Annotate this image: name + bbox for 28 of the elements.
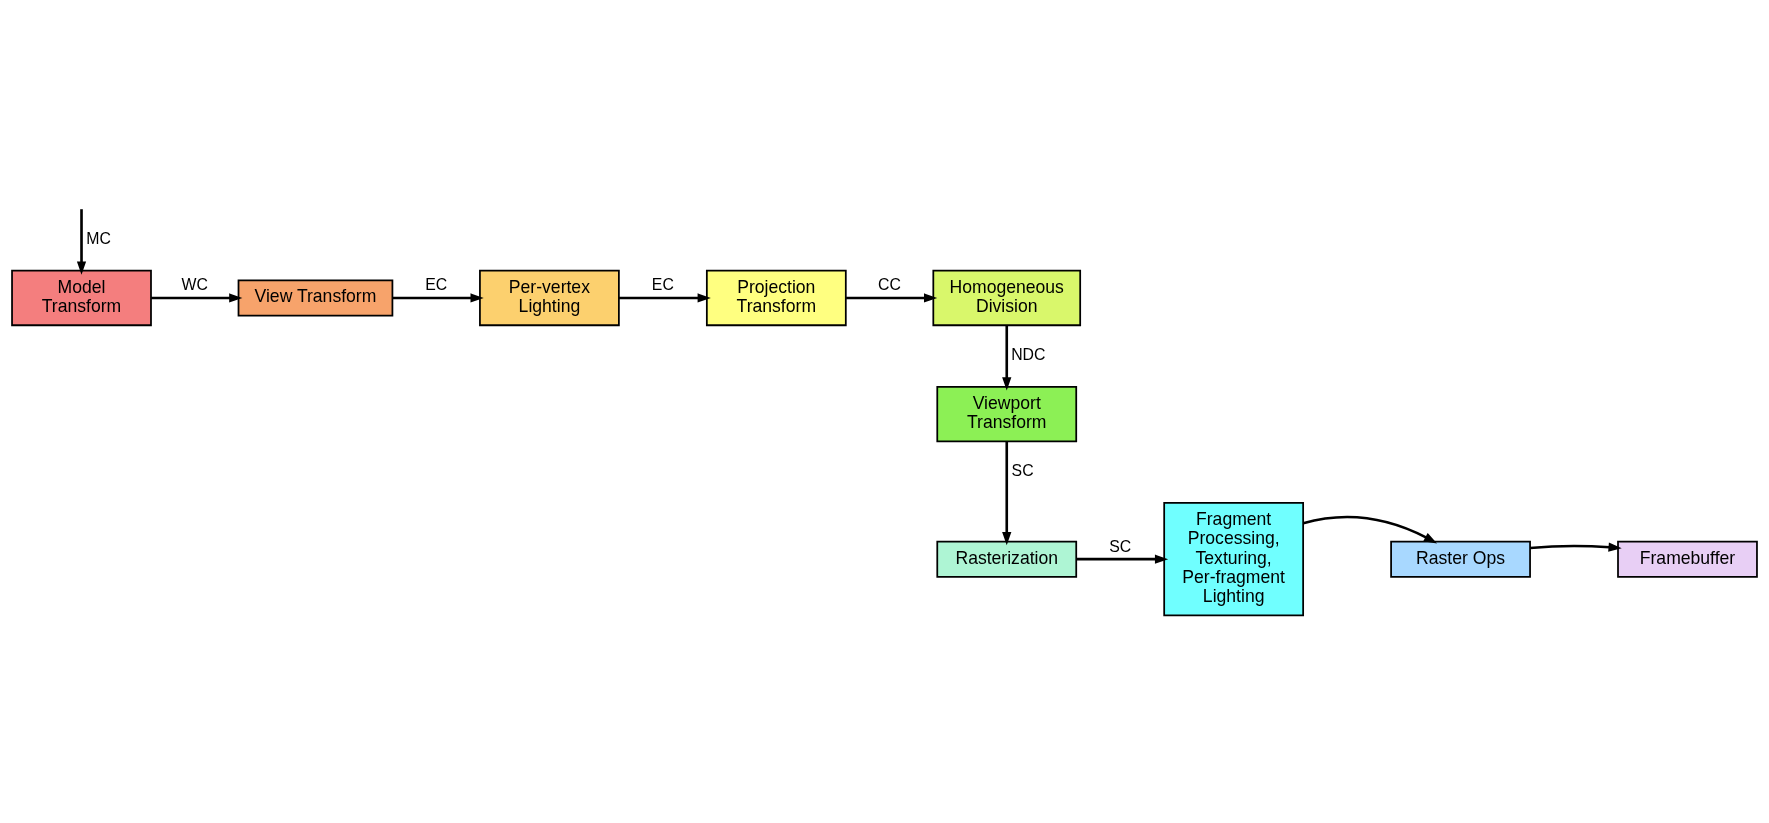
arrow — [846, 292, 938, 303]
arrow — [76, 208, 87, 275]
node-box: Projection Transform — [705, 269, 847, 326]
edge-label: WC — [181, 275, 208, 293]
arrow — [619, 292, 711, 303]
arrow — [1302, 515, 1438, 543]
arrow — [1002, 441, 1012, 545]
edge-label: EC — [425, 275, 448, 293]
arrow — [151, 292, 243, 303]
edge-label: SC — [1011, 461, 1034, 479]
node-box: Fragment Processing, Texturing, Per-fragment Lighting — [1163, 501, 1305, 616]
edge-label: CC — [878, 275, 901, 293]
node-box: Model Transform — [11, 269, 152, 326]
node-box: Per-vertex Lighting — [479, 269, 620, 326]
node-box: Raster Ops — [1390, 540, 1531, 578]
edge-label: NDC — [1011, 345, 1046, 363]
node-box: Homogeneous Division — [932, 269, 1082, 326]
arrow — [1002, 324, 1012, 390]
node-box: View Transform — [237, 279, 394, 316]
node-box: Viewport Transform — [936, 385, 1078, 442]
arrow — [392, 292, 484, 303]
node-box: Framebuffer — [1617, 540, 1758, 578]
edge-label: SC — [1109, 537, 1132, 555]
arrow — [1076, 554, 1169, 564]
edge-label: MC — [86, 229, 111, 247]
node-box: Rasterization — [936, 540, 1078, 578]
edge-label: EC — [651, 275, 674, 293]
arrow — [1530, 542, 1622, 552]
